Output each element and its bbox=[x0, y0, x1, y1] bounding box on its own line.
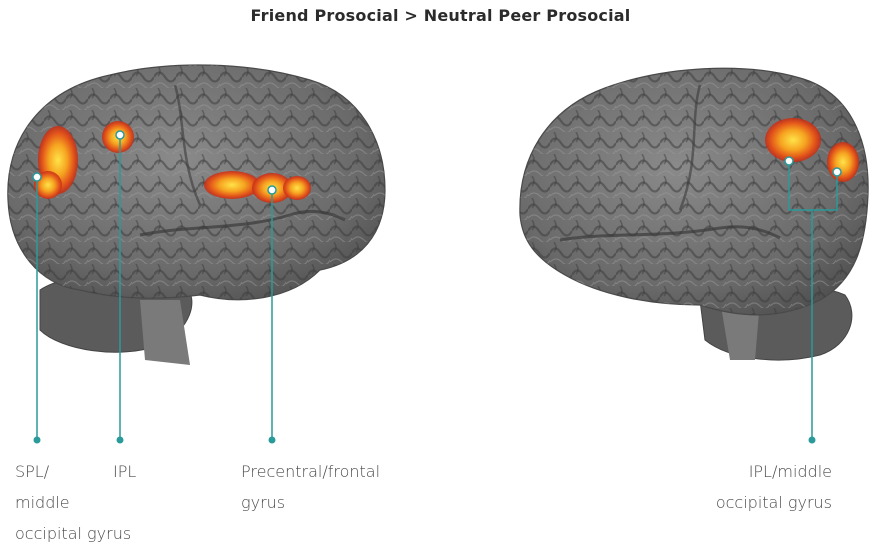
right-activation-ipl bbox=[765, 118, 821, 162]
leader-dot-ipl-middle bbox=[809, 437, 816, 444]
right-hemisphere-brain bbox=[520, 68, 868, 360]
label-precentral-frontal: Precentral/frontal gyrus bbox=[241, 456, 380, 518]
region-marker-ipl-right bbox=[785, 157, 793, 165]
leader-dot-ipl bbox=[117, 437, 124, 444]
leader-dot-spl bbox=[34, 437, 41, 444]
label-ipl-middle-occipital: IPL/middle occipital gyrus bbox=[692, 456, 832, 518]
region-marker-occipital-right bbox=[833, 168, 841, 176]
region-marker-precentral bbox=[268, 186, 276, 194]
region-marker-ipl bbox=[116, 131, 124, 139]
label-ipl: IPL bbox=[113, 456, 136, 487]
leader-dot-precentral bbox=[269, 437, 276, 444]
left-hemisphere-brain bbox=[8, 65, 385, 365]
right-activation-occipital bbox=[827, 142, 859, 182]
region-marker-spl bbox=[33, 173, 41, 181]
